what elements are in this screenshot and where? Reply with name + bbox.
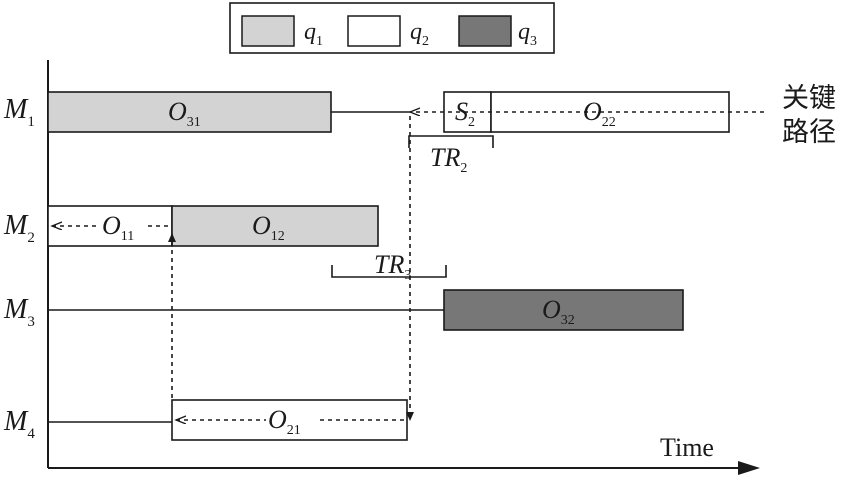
machine-label-m4: M4 [3, 406, 35, 442]
tr2-bracket [408, 135, 494, 148]
op-o12-label: O12 [252, 211, 285, 244]
op-s2-label: S2 [455, 97, 475, 130]
legend: q1 q2 q3 [229, 2, 555, 54]
time-axis-arrowhead [738, 461, 760, 475]
tr3-bracket [331, 265, 447, 278]
op-o32-block [443, 289, 684, 331]
op-o31-block [47, 91, 332, 133]
op-o12-block [171, 205, 379, 247]
op-o21-label: O21 [268, 405, 301, 438]
time-axis-label: Time [660, 433, 714, 462]
tr2-label: TR2 [430, 143, 467, 176]
legend-label-q3: q3 [518, 19, 537, 49]
op-o32-label: O32 [542, 295, 575, 328]
legend-swatch-q3 [458, 15, 512, 47]
legend-swatch-q2 [347, 15, 401, 47]
tr3-label: TR3 [374, 250, 411, 283]
legend-label-q1: q1 [304, 19, 323, 49]
machine-label-m1: M1 [3, 94, 35, 130]
machine-label-m3: M3 [3, 294, 35, 330]
legend-swatch-q1 [241, 15, 295, 47]
critical-path-label-line2: 路径 [782, 117, 836, 148]
legend-label-q2: q2 [410, 19, 429, 49]
critical-path-label-line1: 关键 [782, 83, 836, 114]
op-o21-label-bg [266, 404, 316, 432]
op-o31-label: O31 [168, 97, 201, 130]
op-o11-label-bg [100, 210, 146, 238]
machine-label-m2: M2 [3, 210, 35, 246]
op-o11-label: O11 [102, 211, 134, 244]
